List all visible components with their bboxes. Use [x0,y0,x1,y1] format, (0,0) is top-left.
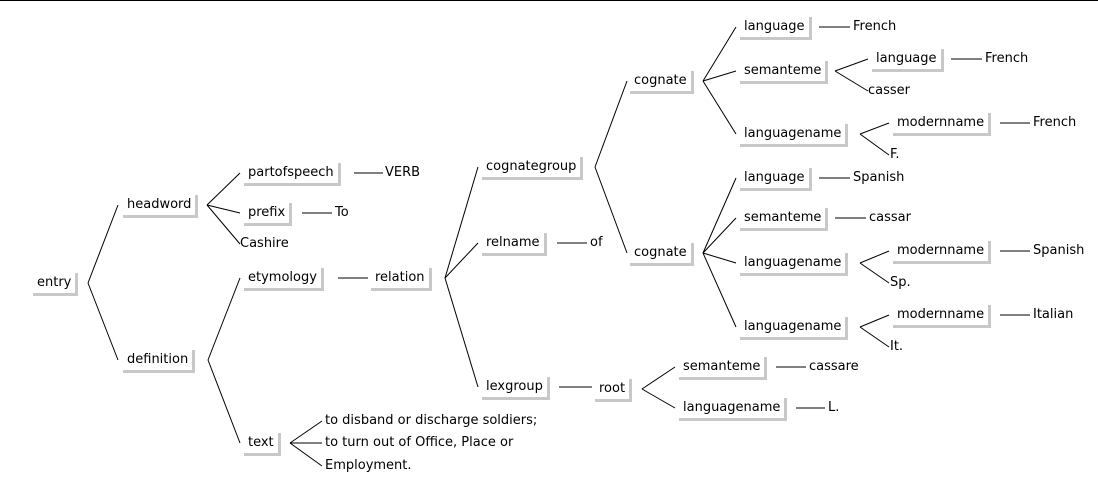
node-lexgroup[interactable]: lexgroup [482,377,550,400]
node-definition[interactable]: definition [123,350,196,373]
node-text[interactable]: text [244,433,281,456]
node-root-semanteme[interactable]: semanteme [679,357,768,380]
node-relation[interactable]: relation [371,268,432,291]
leaf-cognate-1-language-value: French [853,19,897,34]
leaf-cognate-2-abbrev-1: Sp. [890,275,911,290]
leaf-text-line-2: to turn out of Office, Place or [325,435,514,450]
node-root[interactable]: root [595,379,633,402]
leaf-text-line-1: to disband or discharge soldiers; [325,413,538,428]
node-cognate-1-modernname[interactable]: modernname [893,113,992,136]
leaf-cognate-1-semanteme-text: casser [868,83,911,98]
leaf-cognate-2-modernname-1-value: Spanish [1033,243,1085,258]
leaf-root-languagename-value: L. [828,400,840,415]
node-cognate-2-language[interactable]: language [740,168,812,191]
node-cognate-1-semanteme[interactable]: semanteme [740,61,829,84]
node-cognate-2-languagename-1[interactable]: languagename [740,253,849,276]
leaf-cognate-1-modernname-value: French [1033,115,1077,130]
leaf-relname-value: of [590,235,603,250]
node-cognate-1[interactable]: cognate [630,71,694,94]
leaf-cognate-1-abbrev: F. [890,147,900,162]
node-prefix[interactable]: prefix [244,203,293,226]
node-entry[interactable]: entry [33,273,79,296]
node-cognate-1-semanteme-language[interactable]: language [872,49,944,72]
leaf-cognate-2-semanteme-value: cassar [869,210,911,225]
leaf-headword-text: Cashire [240,236,289,251]
node-cognate-2-modernname-2[interactable]: modernname [893,305,992,328]
node-cognate-2[interactable]: cognate [630,243,694,266]
node-root-languagename[interactable]: languagename [679,398,788,421]
node-cognategroup[interactable]: cognategroup [482,157,584,180]
leaf-prefix-value: To [335,205,349,220]
node-relname[interactable]: relname [482,233,547,256]
node-headword[interactable]: headword [123,195,199,218]
leaf-cognate-2-language-value: Spanish [853,170,905,185]
node-cognate-2-semanteme[interactable]: semanteme [740,208,829,231]
node-etymology[interactable]: etymology [244,268,324,291]
leaf-cognate-2-modernname-2-value: Italian [1033,307,1074,322]
node-cognate-1-language[interactable]: language [740,17,812,40]
leaf-partofspeech-value: VERB [385,165,421,180]
leaf-cognate-2-abbrev-2: It. [890,339,904,354]
leaf-cognate-1-semanteme-language-value: French [985,51,1029,66]
node-partofspeech[interactable]: partofspeech [244,163,341,186]
node-cognate-1-languagename[interactable]: languagename [740,124,849,147]
top-border [0,0,1098,1]
leaf-root-semanteme-value: cassare [809,359,859,374]
leaf-text-line-3: Employment. [325,458,412,473]
node-cognate-2-modernname-1[interactable]: modernname [893,241,992,264]
node-cognate-2-languagename-2[interactable]: languagename [740,317,849,340]
